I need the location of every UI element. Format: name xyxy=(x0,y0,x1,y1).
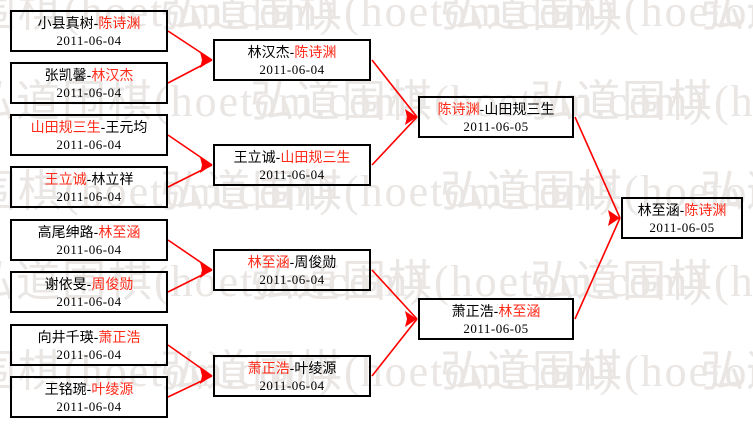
player-separator: - xyxy=(289,254,295,270)
player-left: 王铭琬 xyxy=(44,381,87,397)
player-left: 王立诚 xyxy=(233,149,276,165)
player-right: 陈诗渊 xyxy=(294,44,337,60)
match-players: 王立诚-林立祥 xyxy=(12,170,166,188)
player-right: 林至涵 xyxy=(498,303,541,319)
player-left: 张凯馨 xyxy=(44,67,87,83)
player-right: 周俊勋 xyxy=(91,276,134,292)
match-players: 张凯馨-林汉杰 xyxy=(12,66,166,84)
match-date: 2011-06-04 xyxy=(259,272,325,287)
player-right: 陈诗渊 xyxy=(98,15,141,31)
match-players: 向井千瑛-萧正浩 xyxy=(12,328,166,346)
player-right: 王元均 xyxy=(105,119,148,135)
player-left: 高尾绅路 xyxy=(37,224,94,240)
player-left: 陈诗渊 xyxy=(437,101,480,117)
match-players: 萧正浩-林至涵 xyxy=(420,302,572,320)
player-right: 叶绫源 xyxy=(294,360,337,376)
player-left: 萧正浩 xyxy=(451,303,494,319)
player-separator: - xyxy=(289,360,295,376)
match-date: 2011-06-04 xyxy=(259,378,325,393)
player-left: 林至涵 xyxy=(637,202,680,218)
match-players: 林汉杰-陈诗渊 xyxy=(215,43,369,61)
player-right: 周俊勋 xyxy=(294,254,337,270)
player-right: 萧正浩 xyxy=(98,329,141,345)
match-date: 2011-06-04 xyxy=(56,137,122,152)
player-separator: - xyxy=(289,44,295,60)
match-date: 2011-06-04 xyxy=(56,347,122,362)
match-players: 王立诚-山田规三生 xyxy=(215,148,369,166)
player-left: 萧正浩 xyxy=(247,360,290,376)
player-left: 小县真树 xyxy=(37,15,94,31)
player-left: 向井千瑛 xyxy=(37,329,94,345)
match-date: 2011-06-05 xyxy=(649,220,715,235)
player-right: 陈诗渊 xyxy=(684,202,727,218)
match-players: 山田规三生-王元均 xyxy=(12,118,166,136)
player-separator: - xyxy=(93,329,99,345)
player-separator: - xyxy=(275,149,281,165)
match-players: 谢依旻-周俊勋 xyxy=(12,275,166,293)
match-date: 2011-06-05 xyxy=(463,321,529,336)
player-separator: - xyxy=(86,381,92,397)
match-players: 小县真树-陈诗渊 xyxy=(12,14,166,32)
player-separator: - xyxy=(86,171,92,187)
player-left: 林汉杰 xyxy=(247,44,290,60)
player-separator: - xyxy=(86,276,92,292)
player-right: 山田规三生 xyxy=(280,149,351,165)
match-date: 2011-06-04 xyxy=(56,189,122,204)
player-separator: - xyxy=(93,15,99,31)
match-players: 林至涵-周俊勋 xyxy=(215,253,369,271)
match-date: 2011-06-05 xyxy=(463,119,529,134)
player-left: 谢依旻 xyxy=(44,276,87,292)
player-left: 林至涵 xyxy=(247,254,290,270)
player-right: 林至涵 xyxy=(98,224,141,240)
match-players: 高尾绅路-林至涵 xyxy=(12,223,166,241)
match-players: 陈诗渊-山田规三生 xyxy=(420,100,572,118)
match-players: 林至涵-陈诗渊 xyxy=(623,201,741,219)
match-players: 王铭琬-叶绫源 xyxy=(12,380,166,398)
player-right: 叶绫源 xyxy=(91,381,134,397)
player-right: 林立祥 xyxy=(91,171,134,187)
player-separator: - xyxy=(100,119,106,135)
player-left: 山田规三生 xyxy=(30,119,101,135)
match-date: 2011-06-04 xyxy=(56,294,122,309)
player-right: 山田规三生 xyxy=(484,101,555,117)
player-separator: - xyxy=(86,67,92,83)
player-separator: - xyxy=(493,303,499,319)
match-date: 2011-06-04 xyxy=(259,167,325,182)
player-right: 林汉杰 xyxy=(91,67,134,83)
player-left: 王立诚 xyxy=(44,171,87,187)
player-separator: - xyxy=(93,224,99,240)
player-separator: - xyxy=(679,202,685,218)
match-players: 萧正浩-叶绫源 xyxy=(215,359,369,377)
match-date: 2011-06-04 xyxy=(56,33,122,48)
player-separator: - xyxy=(479,101,485,117)
match-date: 2011-06-04 xyxy=(56,399,122,414)
match-date: 2011-06-04 xyxy=(56,85,122,100)
match-date: 2011-06-04 xyxy=(56,242,122,257)
match-date: 2011-06-04 xyxy=(259,62,325,77)
